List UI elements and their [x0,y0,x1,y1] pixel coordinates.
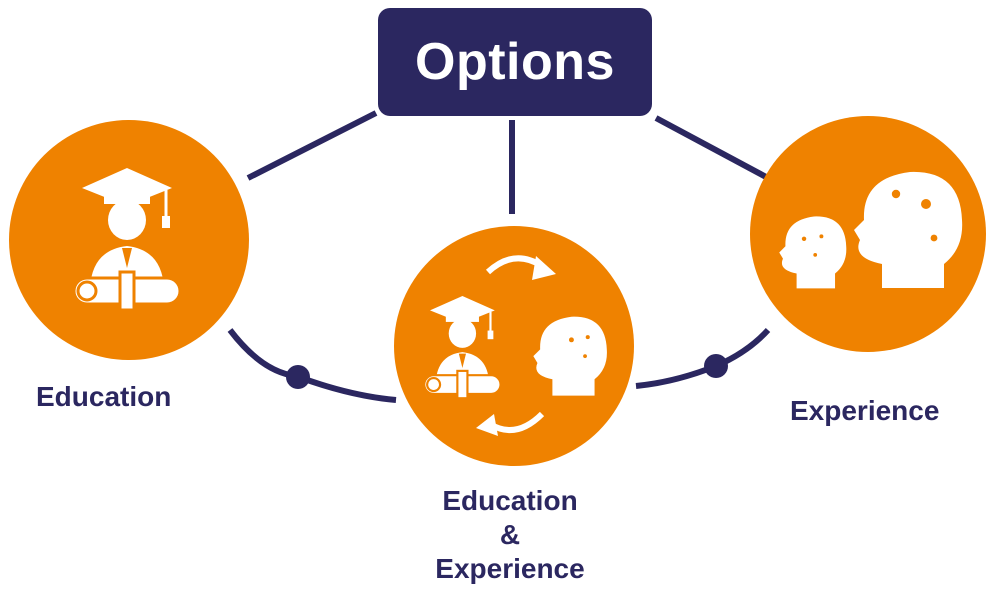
education-node [9,120,249,360]
connector-education-title [246,110,378,181]
education-label: Education [36,381,172,412]
combined-node [394,226,634,466]
combined-label-line-2: & [499,519,521,550]
education-circle [9,120,249,360]
arc-right [635,327,771,389]
connector-dot-right [704,354,728,378]
connector-experience-title [654,115,770,181]
combined-label-line-3: Experience [435,553,585,584]
experience-label: Experience [790,395,940,426]
experience-node [750,116,986,352]
cycle-arrowhead-top [532,256,556,280]
connector-dot-left [286,365,310,389]
options-title-box: Options [378,8,652,116]
cycle-arrowhead-bottom [476,414,498,436]
combined-label-line-1: Education [442,485,578,516]
combined-circle [394,226,634,466]
options-title: Options [415,33,615,91]
arc-left [227,328,397,403]
combined-label: Education & Experience [420,484,600,586]
